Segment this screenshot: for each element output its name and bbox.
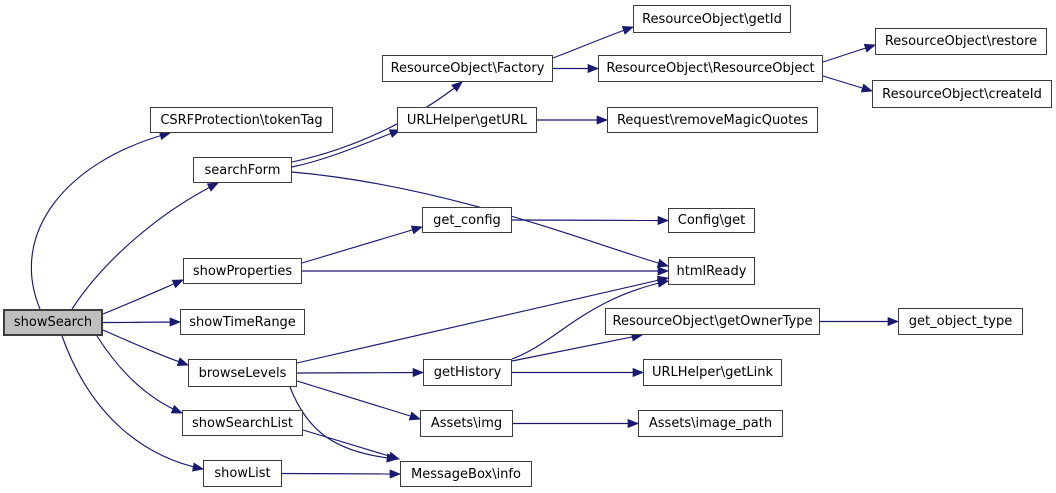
node-token-tag[interactable]: CSRFProtection\tokenTag: [150, 107, 333, 133]
node-browse-levels[interactable]: browseLevels: [188, 359, 297, 387]
edge-search-form-to-get-url: [291, 129, 402, 168]
node-show-search-list[interactable]: showSearchList: [182, 410, 303, 436]
edge-resource-object-to-create-id: [822, 75, 874, 93]
edge-show-search-to-show-list: [61, 335, 205, 472]
node-config-get[interactable]: Config\get: [668, 208, 755, 233]
node-show-properties[interactable]: showProperties: [183, 258, 302, 284]
edge-show-list-to-message-box-info: [281, 469, 402, 479]
edge-show-properties-to-get-config: [301, 225, 424, 264]
edge-show-search-to-search-form: [71, 182, 220, 310]
node-factory[interactable]: ResourceObject\Factory: [382, 55, 553, 82]
edge-show-search-list-to-message-box-info: [302, 429, 401, 461]
node-show-list[interactable]: showList: [203, 460, 282, 487]
edge-browse-levels-to-get-history: [296, 367, 425, 378]
node-resource-object[interactable]: ResourceObject\ResourceObject: [598, 55, 823, 82]
node-show-time-range[interactable]: showTimeRange: [180, 309, 305, 335]
edge-resource-object-to-restore: [822, 43, 877, 63]
node-html-ready[interactable]: htmlReady: [668, 257, 755, 285]
node-get-history[interactable]: getHistory: [423, 359, 512, 386]
edge-group: [30, 26, 900, 479]
node-assets-img[interactable]: Assets\img: [420, 410, 513, 437]
edge-get-history-to-get-owner-type: [511, 332, 644, 362]
node-get-owner-type[interactable]: ResourceObject\getOwnerType: [605, 308, 820, 335]
edge-show-search-to-token-tag: [30, 131, 172, 310]
node-get-id[interactable]: ResourceObject\getId: [633, 5, 791, 33]
edge-show-search-to-show-search-list: [96, 335, 184, 414]
edge-show-search-to-show-properties: [102, 279, 185, 315]
node-get-config[interactable]: get_config: [422, 207, 512, 233]
node-remove-magic-quotes[interactable]: Request\removeMagicQuotes: [607, 107, 818, 133]
edge-browse-levels-to-assets-img: [296, 380, 422, 421]
edge-show-search-to-show-time-range: [102, 317, 182, 327]
node-restore[interactable]: ResourceObject\restore: [875, 28, 1047, 55]
node-create-id[interactable]: ResourceObject\createId: [872, 80, 1052, 108]
edge-show-search-to-browse-levels: [102, 329, 190, 366]
node-search-form[interactable]: searchForm: [193, 157, 292, 183]
node-get-link[interactable]: URLHelper\getLink: [643, 359, 782, 386]
edge-browse-levels-to-message-box-info: [289, 386, 399, 463]
edge-get-config-to-config-get: [511, 215, 670, 226]
node-message-box-info[interactable]: MessageBox\info: [400, 461, 532, 487]
node-show-search[interactable]: showSearch: [3, 309, 103, 336]
node-image-path[interactable]: Assets\image_path: [638, 410, 783, 437]
node-get-object-type[interactable]: get_object_type: [898, 308, 1023, 335]
edge-factory-to-get-id: [552, 26, 635, 59]
node-get-url[interactable]: URLHelper\getURL: [397, 107, 537, 133]
